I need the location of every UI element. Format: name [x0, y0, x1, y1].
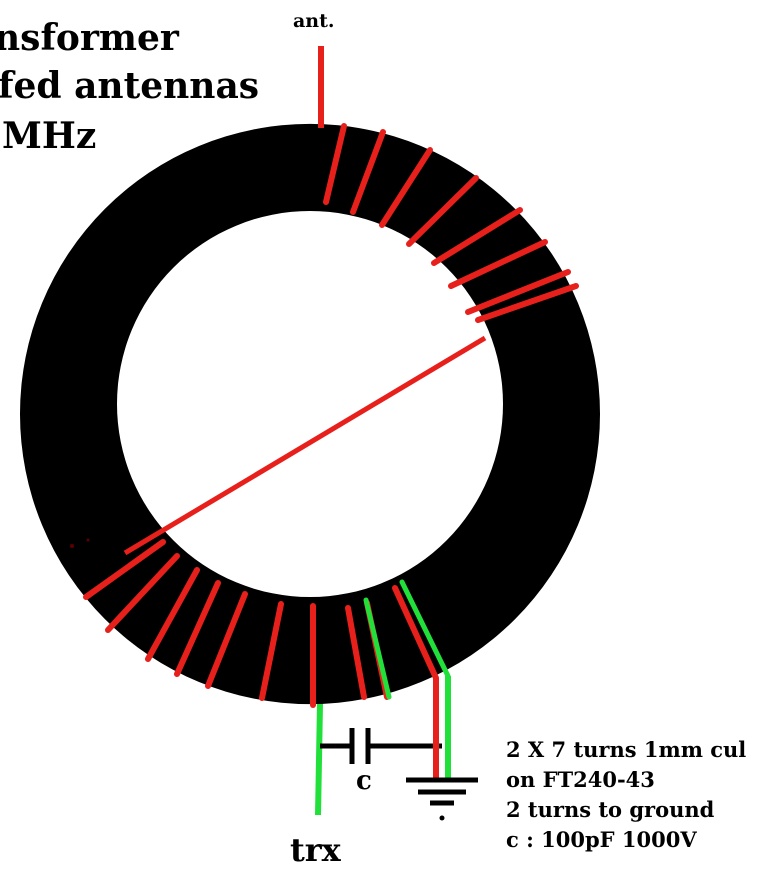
title-line-2: fed antennas	[0, 65, 260, 107]
capacitor	[320, 728, 442, 764]
winding-turn	[350, 129, 386, 215]
winding-turn	[145, 567, 200, 662]
ground-turn	[399, 579, 451, 679]
ferrite-toroid-core	[19, 123, 600, 705]
winding-turn	[174, 580, 221, 677]
winding-turn	[406, 175, 479, 247]
winding-turn	[323, 123, 347, 205]
winding-turn	[431, 207, 523, 266]
note-line: 2 X 7 turns 1mm cul	[506, 737, 747, 762]
note-line: c : 100pF 1000V	[506, 827, 697, 852]
winding-turn	[475, 283, 579, 323]
title-line-3: MHz	[2, 115, 97, 157]
winding-turn	[345, 605, 367, 700]
ground-symbol	[406, 777, 478, 806]
note-line: 2 turns to ground	[506, 797, 715, 822]
winding-turn	[205, 591, 248, 689]
antenna-label: ant.	[293, 10, 335, 32]
winding-turn	[379, 147, 433, 228]
trx-label: trx	[290, 831, 341, 869]
trx-lead-wire	[315, 703, 323, 816]
winding-turn	[259, 601, 284, 701]
ground-winding	[363, 579, 451, 700]
ground-dot	[439, 815, 445, 821]
ground-turn	[363, 597, 392, 700]
winding-turn	[105, 553, 180, 633]
crossing-wire	[123, 335, 487, 556]
capacitor-label: c	[356, 766, 372, 796]
upper-winding	[323, 123, 579, 323]
core-speckles	[70, 538, 90, 548]
winding-turn	[448, 239, 548, 289]
note-line: on FT240-43	[506, 767, 655, 792]
winding-turn	[465, 269, 571, 315]
title-line-1: nsformer	[0, 17, 179, 59]
winding-turn	[392, 585, 439, 681]
spec-notes: 2 X 7 turns 1mm cul on FT240-43 2 turns …	[506, 735, 746, 855]
winding-turn	[83, 539, 166, 600]
